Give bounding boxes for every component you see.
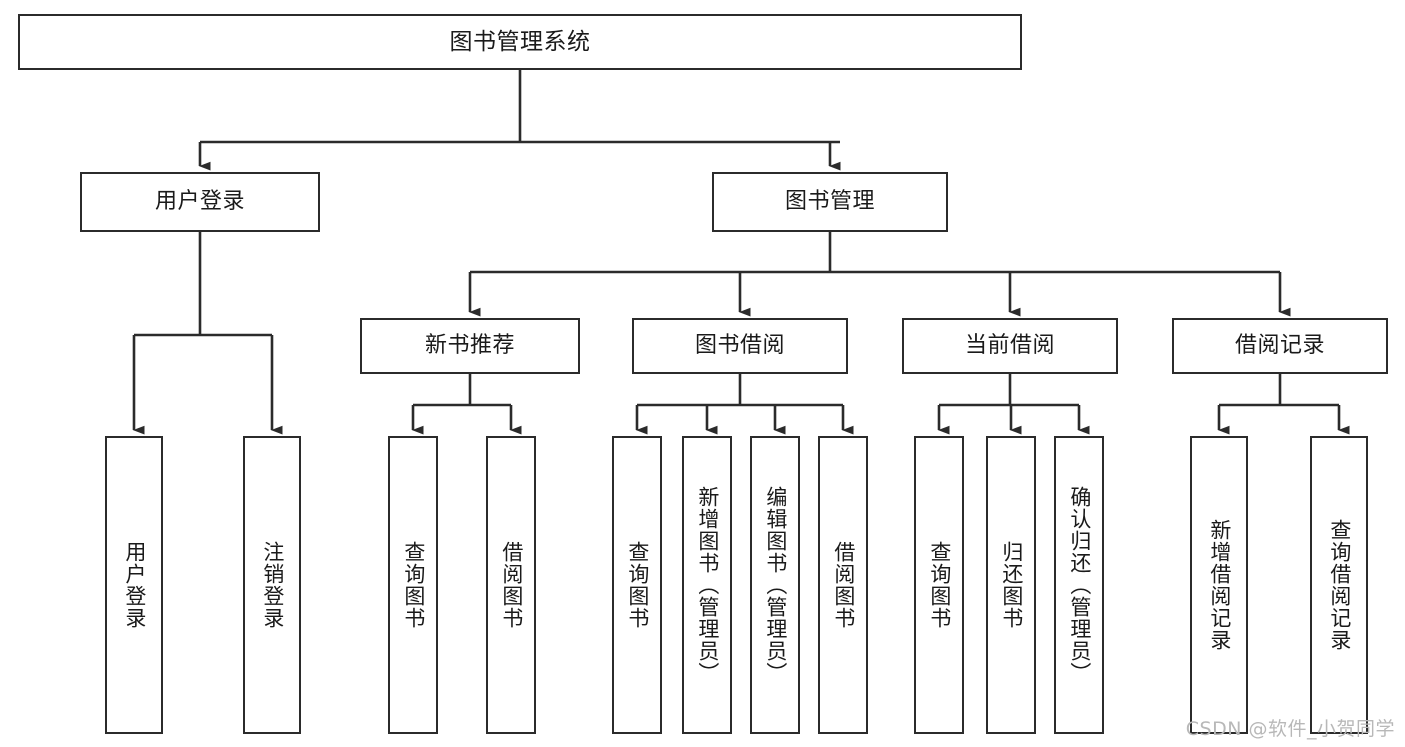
node-label: 用户登录 [122,541,147,629]
node-label: 图书管理系统 [449,28,591,55]
leaf-add-borrow-record[interactable]: 新增借阅记录 [1190,436,1248,734]
leaf-add-book-admin[interactable]: 新增图书（管理员） [682,436,732,734]
node-label: 确认归还（管理员） [1067,486,1092,684]
leaf-logout[interactable]: 注销登录 [243,436,301,734]
node-user-login[interactable]: 用户登录 [80,172,320,232]
leaf-edit-book-admin[interactable]: 编辑图书（管理员） [750,436,800,734]
node-label: 图书管理 [784,189,875,215]
leaf-user-login[interactable]: 用户登录 [105,436,163,734]
leaf-query-borrow-record[interactable]: 查询借阅记录 [1310,436,1368,734]
node-label: 归还图书 [999,541,1024,629]
node-label: 新增图书（管理员） [695,486,720,684]
node-label: 查询借阅记录 [1327,519,1352,651]
node-current-borrow[interactable]: 当前借阅 [902,318,1118,374]
leaf-borrow-book-2[interactable]: 借阅图书 [818,436,868,734]
leaf-confirm-return-admin[interactable]: 确认归还（管理员） [1054,436,1104,734]
node-label: 查询图书 [927,541,952,629]
node-book-borrow[interactable]: 图书借阅 [632,318,848,374]
node-label: 编辑图书（管理员） [763,486,788,684]
node-new-book-recommend[interactable]: 新书推荐 [360,318,580,374]
node-label: 图书借阅 [694,333,785,359]
leaf-query-book-1[interactable]: 查询图书 [388,436,438,734]
node-label: 借阅图书 [499,541,524,629]
leaf-return-book[interactable]: 归还图书 [986,436,1036,734]
node-book-manage[interactable]: 图书管理 [712,172,948,232]
csdn-watermark: CSDN @软件_小贺同学 [1185,718,1395,740]
node-label: 查询图书 [401,541,426,629]
node-label: 用户登录 [154,189,245,215]
leaf-query-book-2[interactable]: 查询图书 [612,436,662,734]
node-label: 借阅记录 [1234,333,1325,359]
node-label: 当前借阅 [964,333,1055,359]
node-label: 注销登录 [260,541,285,629]
node-label: 借阅图书 [831,541,856,629]
node-label: 新增借阅记录 [1207,519,1232,651]
node-borrow-record[interactable]: 借阅记录 [1172,318,1388,374]
leaf-query-book-3[interactable]: 查询图书 [914,436,964,734]
leaf-borrow-book-1[interactable]: 借阅图书 [486,436,536,734]
node-label: 查询图书 [625,541,650,629]
node-label: 新书推荐 [424,333,515,359]
node-root-system[interactable]: 图书管理系统 [18,14,1022,70]
